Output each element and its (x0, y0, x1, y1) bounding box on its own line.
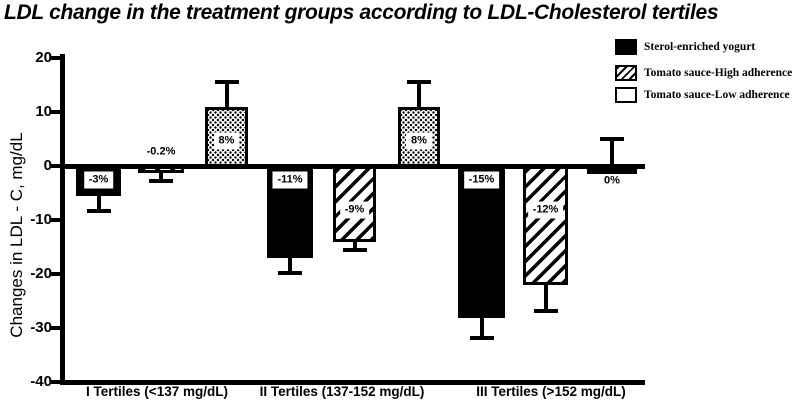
error-bar-cap (149, 178, 173, 183)
error-bar-cap (342, 247, 367, 252)
legend-label: Tomato sauce-High adherence (644, 67, 793, 79)
error-bar-cap (278, 271, 302, 275)
legend-item: Sterol-enriched yogurt (615, 39, 755, 55)
error-bar-cap (214, 79, 239, 84)
y-tick (50, 164, 60, 168)
error-bar-stem (352, 238, 357, 251)
error-bar-stem (543, 282, 548, 312)
error-bar-cap (86, 208, 111, 213)
legend-swatch-diagonal-hatch (615, 65, 637, 81)
error-bar-stem (479, 314, 484, 339)
error-bar-cap (469, 335, 494, 340)
y-tick (50, 110, 60, 114)
value-label: -11% (272, 171, 308, 189)
y-tick (50, 272, 60, 276)
y-tick-label: -20 (30, 265, 52, 282)
bar-diagonal-hatch-group3 (523, 166, 568, 286)
legend-item: Tomato sauce-High adherence (615, 65, 792, 81)
error-bar-cap (600, 137, 624, 142)
value-label: 8% (213, 132, 240, 150)
legend-swatch-solid-black (615, 39, 637, 55)
value-label: -9% (339, 201, 370, 219)
y-axis-line (60, 54, 65, 385)
value-label: -3% (83, 171, 114, 189)
value-label: 8% (406, 132, 432, 150)
y-tick-label: 10 (35, 103, 52, 120)
error-bar-stem (417, 79, 421, 107)
value-label: -15% (463, 171, 500, 189)
bar-solid-black-group3 (458, 166, 505, 318)
y-tick (50, 326, 60, 330)
y-tick (50, 380, 60, 384)
y-tick (50, 56, 60, 60)
error-bar-cap (407, 79, 431, 84)
value-label: -12% (527, 201, 564, 219)
y-tick (50, 218, 60, 222)
legend-swatch-white (615, 87, 637, 103)
error-bar-stem (224, 79, 229, 107)
x-axis-label: III Tertiles (>152 mg/dL) (476, 384, 626, 399)
value-label: -0.2% (146, 145, 176, 158)
x-axis-label: II Tertiles (137-152 mg/dL) (259, 384, 425, 399)
legend-label: Sterol-enriched yogurt (644, 41, 756, 53)
bar-stipple-group3 (587, 168, 637, 174)
y-tick-label: -10 (30, 211, 52, 228)
y-tick-label: -40 (30, 373, 52, 390)
chart-title: LDL change in the treatment groups accor… (4, 1, 719, 24)
error-bar-stem (610, 137, 614, 164)
legend-label: Tomato sauce-Low adherence (644, 89, 790, 101)
legend-item: Tomato sauce-Low adherence (615, 87, 790, 103)
zero-line (60, 164, 645, 169)
y-tick-label: -30 (30, 319, 52, 336)
y-tick-label: 20 (35, 49, 52, 66)
error-bar-stem (159, 169, 163, 182)
value-label: 0% (604, 174, 620, 187)
error-bar-stem (96, 193, 101, 212)
y-tick-label: 0 (43, 157, 52, 174)
x-axis-label: I Tertiles (<137 mg/dL) (86, 384, 228, 399)
error-bar-stem (288, 255, 292, 274)
bottom-axis-line (60, 380, 645, 385)
error-bar-cap (533, 308, 558, 313)
